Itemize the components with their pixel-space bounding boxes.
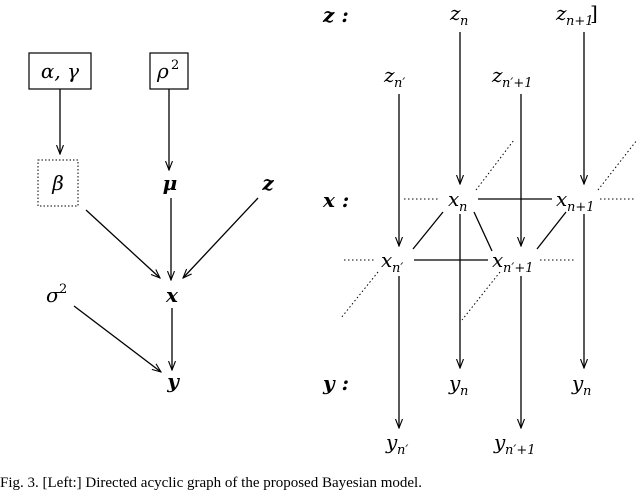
svg-text:x: x <box>556 187 567 211</box>
svg-text:2: 2 <box>59 282 67 297</box>
node-z-n: z n <box>449 1 468 29</box>
left-dag: α, γ ρ 2 β μ z σ 2 x y <box>28 52 274 393</box>
node-sigma-squared: σ 2 <box>46 282 67 307</box>
svg-text:y: y <box>571 371 584 395</box>
node-x-n: x n <box>448 187 467 215</box>
svg-text:n′: n′ <box>392 261 403 276</box>
node-beta: β <box>37 159 79 207</box>
node-rho-squared: ρ 2 <box>149 52 189 90</box>
node-z-n-plus-1: z n+1 ] <box>555 1 598 29</box>
edge-sigma-y <box>73 305 161 372</box>
svg-text:y: y <box>448 371 461 395</box>
edge-beta-x <box>85 209 160 278</box>
node-x-n-plus-1: x n+1 <box>556 187 595 215</box>
svg-text:n: n <box>459 200 467 215</box>
row-label-x: x : <box>322 188 349 212</box>
svg-text:n′: n′ <box>397 443 408 458</box>
node-mu: μ <box>163 171 178 195</box>
row-label-z: z : <box>322 3 349 27</box>
svg-text:y: y <box>493 430 506 454</box>
node-z-n-prime-plus-1: z n′+1 <box>491 63 533 91</box>
svg-text:]: ] <box>590 1 598 25</box>
svg-text:σ: σ <box>46 283 61 307</box>
node-x-n-prime-plus-1: x n′+1 <box>492 248 534 276</box>
node-z-left: z <box>261 171 274 195</box>
svg-text:z: z <box>555 1 567 25</box>
svg-text:n+1: n+1 <box>566 14 594 29</box>
right-lattice: z : x : y : z n z n+1 ] z n′ z n′+1 x n … <box>322 1 638 458</box>
link-xnp-xn <box>412 211 444 250</box>
edge-z-x <box>183 197 259 278</box>
dotted-diag-lower-mid <box>461 271 501 321</box>
dotted-diag-lower-left <box>340 271 379 319</box>
svg-text:n′+1: n′+1 <box>502 76 533 91</box>
svg-text:x: x <box>381 248 392 272</box>
svg-text:n′+1: n′+1 <box>505 443 536 458</box>
node-y-left: y <box>166 369 180 393</box>
svg-text:n+1: n+1 <box>567 200 595 215</box>
node-alpha-gamma: α, γ <box>28 52 92 90</box>
svg-text:β: β <box>51 171 64 195</box>
node-y-n: y n <box>448 371 468 399</box>
svg-text:n′+1: n′+1 <box>503 261 534 276</box>
svg-text:z: z <box>491 63 503 87</box>
link-xnp1-xn <box>473 211 493 252</box>
svg-text:x: x <box>492 248 503 272</box>
node-y-n-right: y n <box>571 371 591 399</box>
node-x-n-prime: x n′ <box>381 248 403 276</box>
svg-text:x: x <box>448 187 459 211</box>
svg-text:n: n <box>460 14 468 29</box>
node-y-n-prime: y n′ <box>385 430 408 458</box>
dotted-diag-upper-mid <box>475 139 515 191</box>
svg-text:ρ: ρ <box>156 59 169 83</box>
svg-text:n: n <box>583 384 591 399</box>
svg-text:2: 2 <box>171 58 179 73</box>
node-y-n-prime-plus-1: y n′+1 <box>493 430 536 458</box>
svg-text:α, γ: α, γ <box>41 59 79 83</box>
svg-text:z: z <box>383 63 395 87</box>
row-label-y: y : <box>322 371 349 395</box>
dotted-diag-upper-right <box>597 139 638 191</box>
figure-caption: Fig. 3. [Left:] Directed acyclic graph o… <box>0 476 422 491</box>
node-z-n-prime: z n′ <box>383 63 405 91</box>
svg-text:n: n <box>460 384 468 399</box>
svg-text:n′: n′ <box>394 76 405 91</box>
link-xnp1-xn1 <box>536 211 567 250</box>
node-x-left: x <box>165 283 179 307</box>
svg-text:z: z <box>449 1 461 25</box>
svg-text:y: y <box>385 430 398 454</box>
